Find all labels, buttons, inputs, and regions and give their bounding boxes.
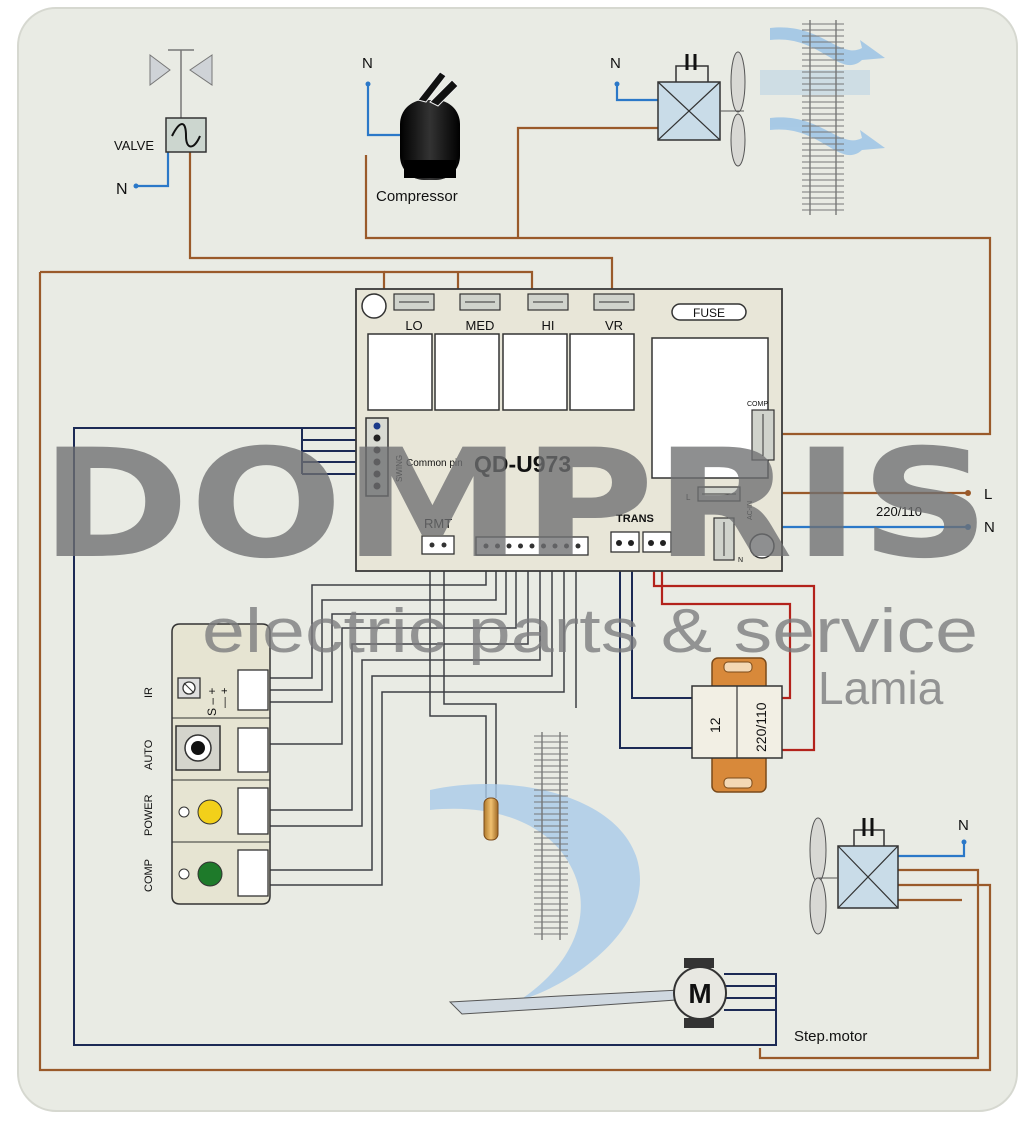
display-pin: [575, 543, 581, 549]
relay-label-vr: VR: [605, 318, 623, 333]
fan-neutral-terminal: [614, 81, 620, 87]
comp-relay: [651, 337, 769, 479]
swing-pin: [373, 470, 381, 478]
fan-neutral-label: N: [610, 55, 621, 72]
indoor-fan-blade-icon: [809, 817, 838, 935]
comp-terminal-label: COMP: [747, 401, 768, 408]
outdoor-fan-blade-icon: [720, 51, 746, 167]
power-led-dot-icon: [178, 806, 190, 818]
relay-vr: [569, 333, 635, 411]
ac-in-n-label: N: [738, 557, 743, 564]
panel-connectors: [237, 669, 269, 897]
transformer-secondary-label: 12: [707, 717, 723, 733]
compressor-neutral-label: N: [362, 55, 373, 72]
watermark-brand: DOMPRIS: [40, 418, 990, 592]
power-label: POWER: [143, 794, 155, 836]
display-pin: [529, 543, 535, 549]
power-led-icon: [197, 799, 223, 825]
relay-terminals: LO MED HI VR: [393, 293, 635, 333]
display-pin: [495, 543, 500, 549]
swing-pin: [373, 482, 381, 490]
valve-neutral-terminal: [133, 183, 139, 189]
swing-pin: [373, 434, 381, 442]
valve-neutral-label: N: [116, 181, 128, 198]
transformer: [691, 657, 783, 793]
swing-pin: [373, 458, 381, 466]
relay-label-lo: LO: [405, 318, 422, 333]
relay-label-med: MED: [466, 318, 495, 333]
comp-led-dot-icon: [178, 868, 190, 880]
swing-pin: [373, 446, 381, 454]
fuse: [671, 303, 747, 321]
live-terminal: [965, 490, 971, 496]
step-motor: [673, 958, 727, 1028]
auto-button-icon: [191, 741, 205, 755]
common-pin-label: Common pin: [406, 458, 463, 469]
relays: [367, 333, 635, 411]
relay-hi: [502, 333, 568, 411]
step-motor-label: Step.motor: [794, 1028, 867, 1045]
ac-in-label: AC-IN: [747, 501, 754, 520]
compressor-icon: [400, 71, 460, 180]
indoor-fan-motor: [837, 818, 899, 909]
rmt-connector: [421, 535, 455, 555]
watermark-city: Lamia: [818, 662, 944, 714]
display-pin: [518, 543, 523, 549]
swing-pin: [373, 422, 381, 430]
valve-symbol: [149, 49, 213, 153]
airflow-arrow-swing: [430, 784, 640, 1000]
ir-pins-label: S – +: [205, 688, 219, 716]
trans-connector-low: [610, 531, 640, 553]
display-pin: [552, 543, 558, 549]
airflow-arrows-top: [760, 27, 885, 156]
step-motor-letter: M: [688, 978, 711, 1009]
relay-lo: [367, 333, 433, 411]
display-pin: [506, 543, 512, 549]
indoor-coil-fins: [541, 732, 561, 940]
relay-label-hi: HI: [542, 318, 555, 333]
watermark-tagline: electric parts & service: [202, 597, 978, 666]
swing-connector: [365, 417, 389, 497]
comp-led-label: COMP: [143, 859, 155, 892]
neutral-terminal: [965, 524, 971, 530]
fuse-label: FUSE: [693, 306, 725, 320]
neutral-label-main: N: [984, 519, 995, 536]
ir-label: IR: [143, 687, 155, 698]
compressor-label: Compressor: [376, 188, 458, 205]
compressor-neutral-terminal: [365, 81, 371, 87]
display-pin: [541, 543, 546, 549]
temperature-sensor-probe: [483, 797, 499, 841]
rmt-label: RMT: [424, 516, 452, 531]
indoor-fan-neutral-label: N: [958, 817, 969, 834]
display-pins: [483, 543, 581, 549]
indoor-fan-neutral-terminal: [961, 839, 967, 845]
display-pin: [483, 543, 489, 549]
voltage-label: 220/110: [876, 504, 922, 519]
display-pin: [564, 543, 569, 549]
watermark: DOMPRIS electric parts & service Lamia: [40, 418, 990, 714]
relay-med: [434, 333, 500, 411]
evaporator-fin-lines: [802, 23, 844, 211]
swing-pins: [373, 422, 381, 490]
comp-led-icon: [197, 861, 223, 887]
ir-pins-top-label: — +: [219, 688, 231, 708]
outdoor-fan-motor: [657, 54, 721, 141]
indoor-coil-fin-lines: [534, 735, 568, 935]
swing-label: SWING: [395, 455, 404, 482]
live-label: L: [984, 486, 992, 503]
sine-wave-icon: [171, 123, 201, 148]
auto-label: AUTO: [143, 739, 155, 770]
transformer-primary-label: 220/110: [753, 702, 769, 752]
trans-label: TRANS: [616, 513, 654, 525]
trans-connector-high: [642, 531, 672, 553]
board-model: QD-U973: [474, 451, 571, 477]
ac-in-l-label: L: [686, 493, 691, 502]
valve-label: VALVE: [114, 138, 154, 153]
evaporator-fins: [809, 20, 837, 215]
